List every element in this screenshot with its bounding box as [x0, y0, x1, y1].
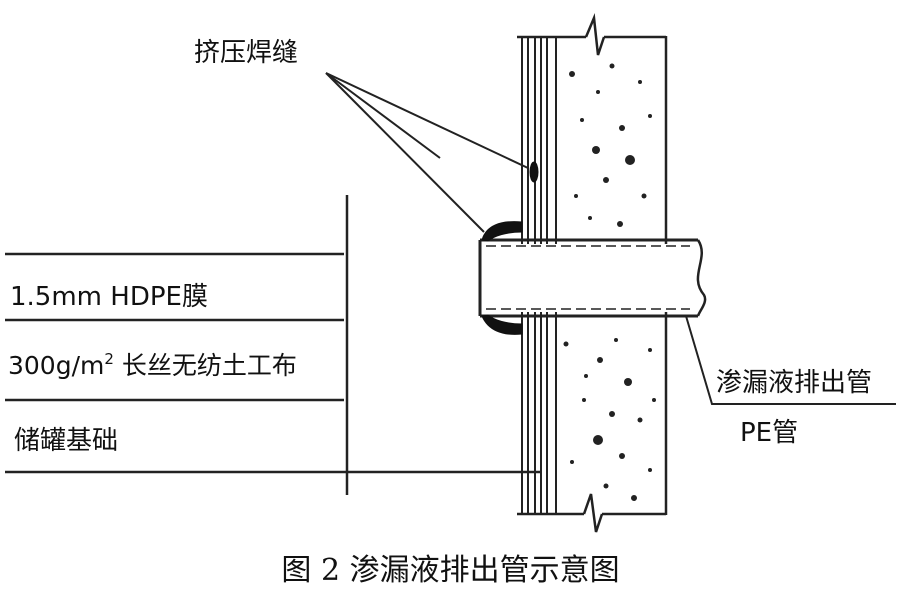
concrete-speck: [570, 460, 574, 464]
concrete-speck: [624, 378, 632, 386]
concrete-speck: [569, 71, 575, 77]
figure-caption: 图 2 渗漏液排出管示意图: [281, 553, 620, 588]
label-pe-pipe: PE管: [740, 418, 799, 448]
concrete-speck: [582, 398, 586, 402]
concrete-speck: [619, 125, 625, 131]
weld-leader-lines: [325, 72, 529, 233]
concrete-speck: [580, 118, 584, 122]
label-tank-foundation: 储罐基础: [14, 426, 119, 456]
bottom-break-line: [517, 493, 666, 533]
label-geotextile: 300g/m2 长丝无纺土工布: [8, 350, 297, 380]
concrete-speck: [593, 435, 603, 445]
concrete-speck: [631, 495, 637, 501]
concrete-speck: [648, 114, 652, 118]
concrete-speck: [619, 453, 625, 459]
concrete-speck: [592, 146, 600, 154]
concrete-speck: [637, 417, 643, 423]
concrete-speck: [603, 483, 609, 489]
concrete-speck: [596, 90, 600, 94]
concrete-speck: [609, 63, 615, 69]
concrete-speck: [641, 193, 647, 199]
label-leak-pipe: 渗漏液排出管: [716, 368, 873, 398]
pipe-leader-line: [685, 315, 896, 405]
label-hdpe-membrane: 1.5mm HDPE膜: [10, 282, 208, 312]
label-geotextile-prefix: 300g/m: [8, 351, 105, 380]
concrete-speck: [609, 411, 615, 417]
layer-lines: [5, 252, 540, 474]
concrete-speck: [588, 216, 592, 220]
concrete-speck: [563, 341, 569, 347]
concrete-speck: [603, 177, 609, 183]
concrete-speck: [648, 348, 652, 352]
label-geotextile-suffix: 长丝无纺土工布: [113, 351, 297, 380]
concrete-speck: [574, 194, 578, 198]
label-extrusion-weld: 挤压焊缝: [194, 38, 299, 68]
label-geotextile-sup: 2: [104, 350, 114, 368]
concrete-speck: [648, 468, 652, 472]
concrete-speck: [584, 374, 588, 378]
concrete-speck: [597, 357, 603, 363]
concrete-speck: [617, 221, 623, 227]
concrete-speck: [652, 398, 656, 402]
drain-pipe: [478, 238, 707, 318]
weld-beads: [481, 161, 539, 335]
top-break-line: [517, 13, 666, 56]
concrete-speck: [638, 80, 642, 84]
concrete-speck: [625, 155, 635, 165]
concrete-speck: [614, 338, 618, 342]
